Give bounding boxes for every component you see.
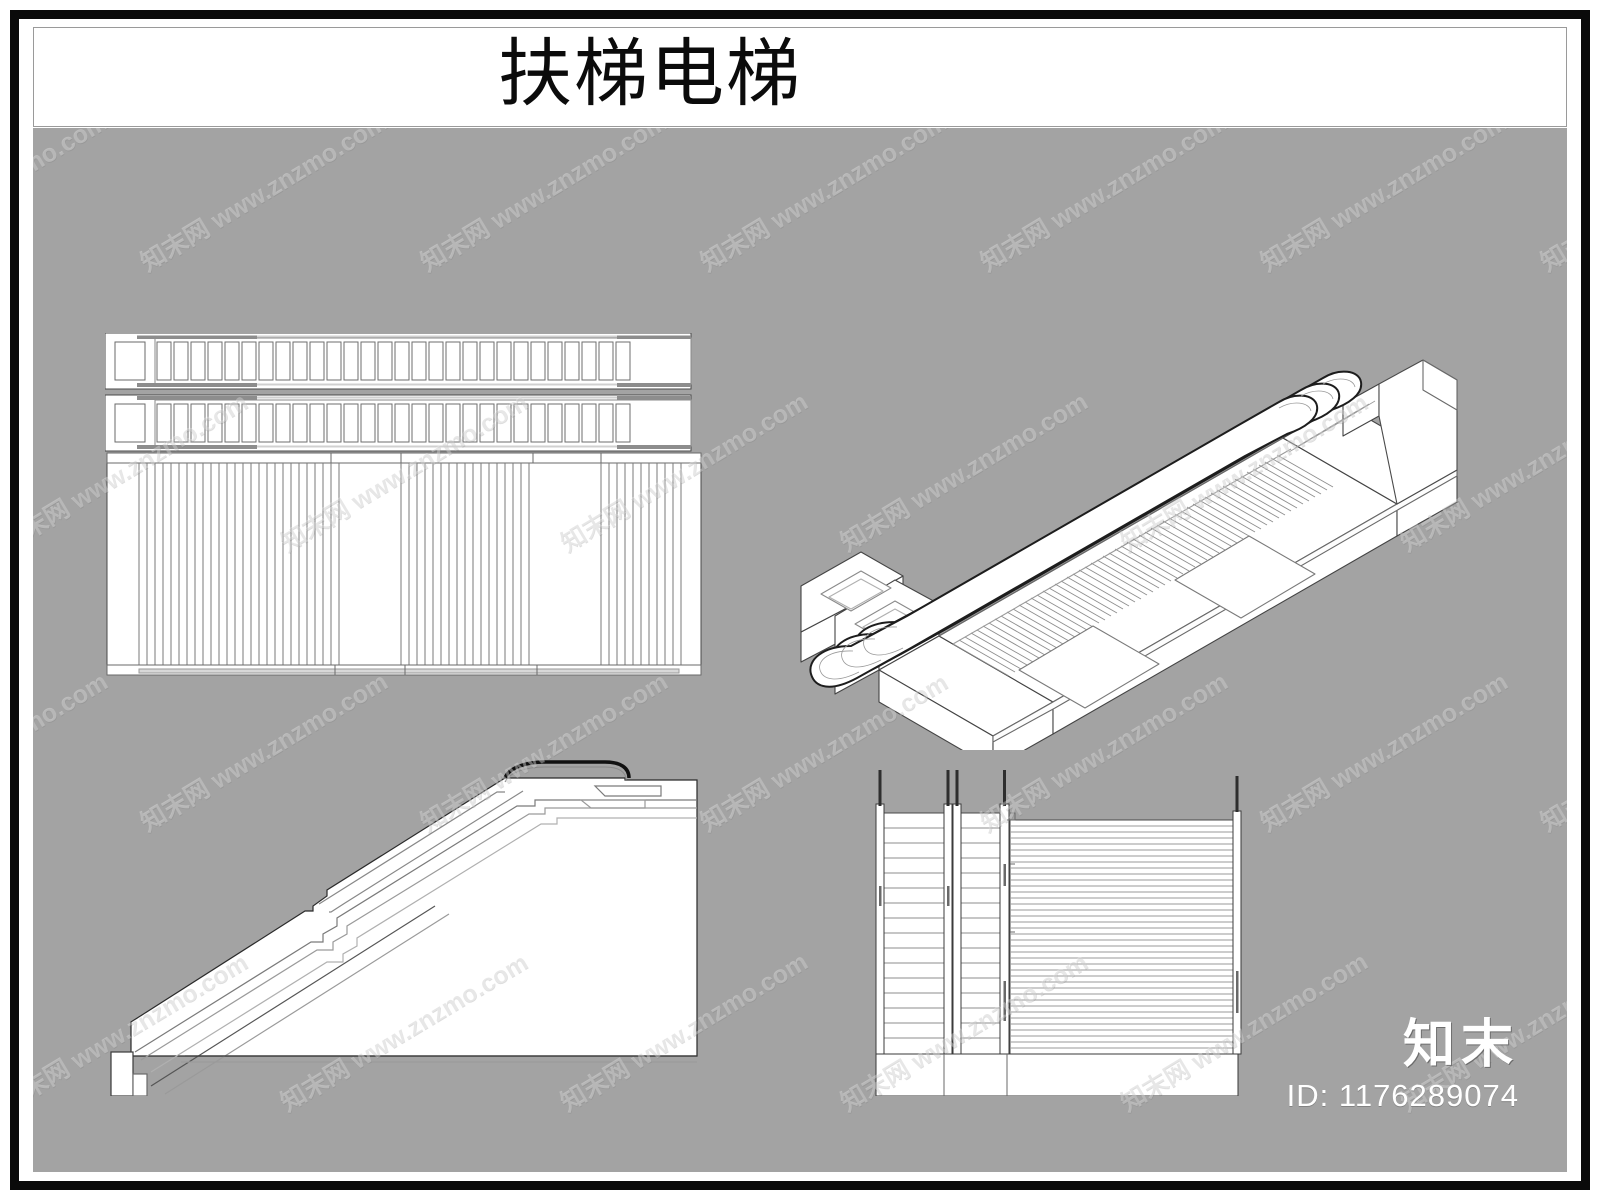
watermark-text: 知末网 www.znzmo.com (33, 667, 113, 837)
brand-block: 知末 ID: 1176289074 (1287, 1020, 1519, 1114)
watermark-text: 知末网 www.znzmo.com (1396, 947, 1567, 1118)
escalator-front-elevation-view (855, 756, 1255, 1096)
watermark-text: 知末网 www.znzmo.com (33, 128, 113, 277)
escalator-side-elevation-view (105, 756, 705, 1096)
escalator-plan-view (105, 333, 705, 681)
drawing-canvas: 知末网 www.znzmo.com 知末网 www.znzmo.com 知末网 … (33, 128, 1567, 1172)
escalator-isometric-3d-view (783, 170, 1489, 750)
site-logo: 知末 (1402, 1017, 1519, 1074)
title-block: 扶梯电梯 (33, 27, 1567, 127)
page-title: 扶梯电梯 (498, 34, 802, 116)
watermark-text: 知末网 www.znzmo.com (1536, 668, 1567, 838)
watermark-text: 知末网 www.znzmo.com (136, 128, 393, 278)
asset-id-label: ID: 1176289074 (1286, 1078, 1519, 1113)
watermark-text: 知末网 www.znzmo.com (1536, 128, 1567, 278)
watermark-text: 知末网 www.znzmo.com (416, 128, 673, 278)
